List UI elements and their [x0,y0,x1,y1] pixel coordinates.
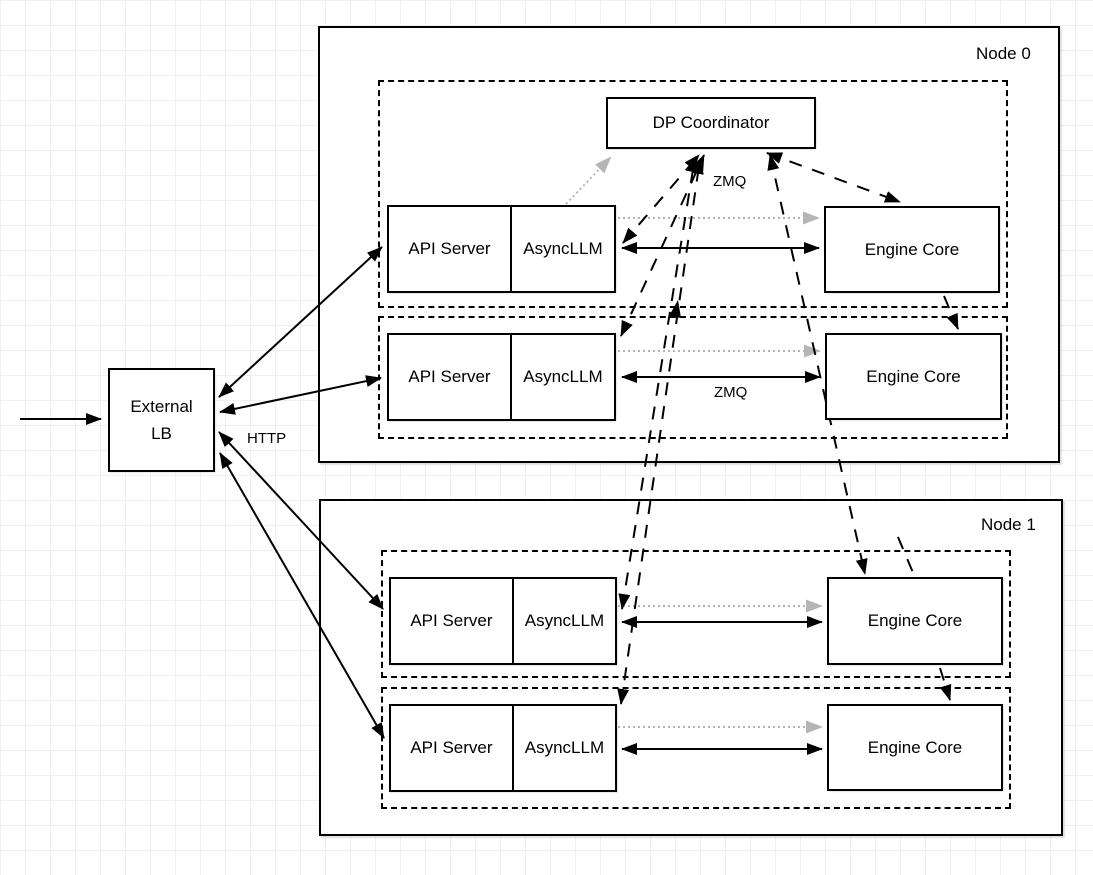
engine-core-label: Engine Core [867,737,963,757]
engine-core-box-n0r0: Engine Core [824,206,1000,293]
api-server-cell: API Server [408,239,491,258]
engine-core-label: Engine Core [867,611,963,630]
engine-core-box-n0r1: Engine Core [825,333,1002,420]
engine-core-label: Engine Core [866,366,961,386]
api-server-cell: API Server [408,367,491,386]
api-server-cell: API Server [410,738,493,757]
asyncllm-cell: AsyncLLM [509,207,614,291]
node0-label: Node 0 [976,44,1031,63]
dp-coordinator-label: DP Coordinator [652,113,770,132]
external-lb-box: External LB [108,368,215,472]
engine-core-box-n1r1: Engine Core [827,704,1003,791]
api-asyncllm-box-n1r0: API Server AsyncLLM [389,577,617,665]
api-asyncllm-box-n0r1: API Server AsyncLLM [387,333,616,421]
api-server-cell: API Server [410,611,493,630]
node1-label: Node 1 [981,515,1036,534]
external-lb-label-line1: External [130,396,193,416]
engine-core-label: Engine Core [864,239,960,259]
engine-core-box-n1r0: Engine Core [827,577,1003,665]
api-asyncllm-box-n0r0: API Server AsyncLLM [387,205,616,293]
zmq-label-coordinator: ZMQ [713,173,747,190]
http-label: HTTP [247,430,287,447]
dp-coordinator-box: DP Coordinator [606,97,816,149]
asyncllm-cell: AsyncLLM [509,335,614,419]
zmq-label-row: ZMQ [714,384,748,401]
asyncllm-cell: AsyncLLM [511,579,615,663]
api-asyncllm-box-n1r1: API Server AsyncLLM [389,704,617,792]
external-lb-label-line2: LB [151,424,172,443]
asyncllm-cell: AsyncLLM [511,706,615,790]
